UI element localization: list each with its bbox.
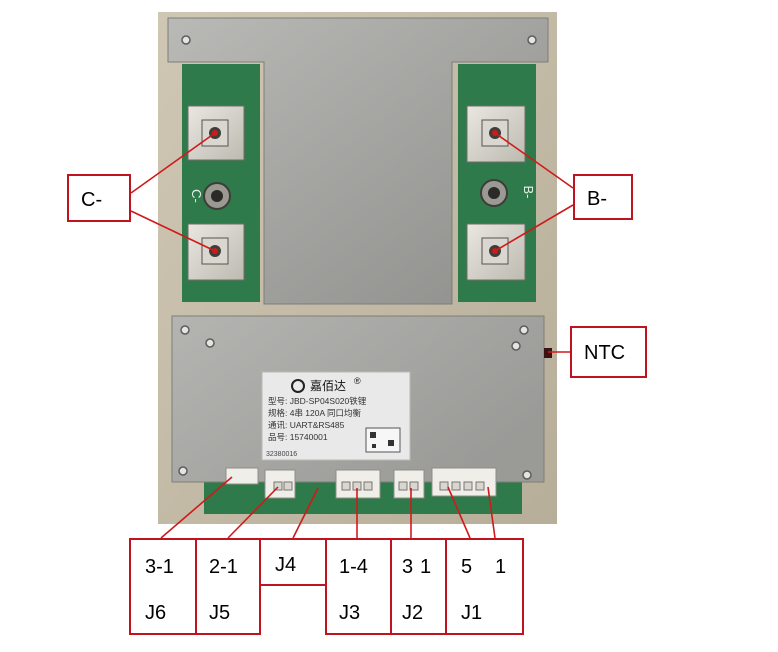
leader-lines <box>130 132 574 539</box>
leader-dot <box>492 130 498 136</box>
brand-logo <box>291 379 305 393</box>
leader-dots <box>212 130 498 254</box>
pin <box>475 481 485 491</box>
pin <box>398 481 408 491</box>
connector-j6 <box>225 467 259 485</box>
qr-block <box>372 444 376 448</box>
leader-c-minus-bottom <box>130 210 216 252</box>
pin <box>439 481 449 491</box>
screw <box>527 35 537 45</box>
j1-pin-left: 5 <box>461 556 473 578</box>
leader-b-minus-bottom <box>494 204 574 252</box>
qr-code <box>365 427 401 453</box>
mount-hole-center <box>488 187 500 199</box>
j5-pins: 2-1 <box>209 556 238 578</box>
callout-ntc: NTC <box>570 326 647 378</box>
callout-j6: 3-1 J6 <box>129 538 197 635</box>
j6-name: J6 <box>145 602 167 624</box>
screw <box>522 470 532 480</box>
label-line-model: 型号: JBD-SP04S020铁锂 <box>268 396 367 406</box>
leader-dot <box>212 248 218 254</box>
silkscreen-c-minus: C- <box>189 189 204 203</box>
pin <box>283 481 293 491</box>
pin <box>341 481 351 491</box>
silkscreen-b-minus: B- <box>521 186 536 199</box>
callout-c-minus: C- <box>67 174 131 222</box>
callout-j3: 1-4 J3 <box>325 538 392 635</box>
callout-j2: 3 1 J2 <box>390 538 447 635</box>
qr-block <box>370 432 376 438</box>
screw <box>519 325 529 335</box>
top-metal-plate <box>167 17 549 305</box>
connector-pins <box>273 481 485 491</box>
leader-j6 <box>160 476 233 539</box>
j2-pin-left: 3 <box>402 556 414 578</box>
j3-pins: 1-4 <box>339 556 368 578</box>
mounting-screws <box>178 35 537 480</box>
callout-j5: 2-1 J5 <box>195 538 261 635</box>
leader-dot <box>492 248 498 254</box>
callout-c-minus-text: C- <box>81 189 103 211</box>
label-line-spec: 规格: 4串 120A 同口均衡 <box>268 408 362 418</box>
callout-ntc-text: NTC <box>584 342 626 364</box>
pin <box>451 481 461 491</box>
callout-j1: 5 1 J1 <box>445 538 524 635</box>
product-label: 嘉佰达 ® 型号: JBD-SP04S020铁锂 规格: 4串 120A 同口均… <box>261 371 411 461</box>
j6-pins: 3-1 <box>145 556 174 578</box>
screw <box>511 341 521 351</box>
leader-j4 <box>292 487 319 539</box>
qr-block <box>388 440 394 446</box>
leader-j1-pin5 <box>447 486 471 539</box>
leader-j1-pin1 <box>487 486 496 539</box>
screw <box>180 325 190 335</box>
j1-name: J1 <box>461 602 483 624</box>
ntc-sensor <box>544 348 552 358</box>
pin <box>363 481 373 491</box>
pin <box>409 481 419 491</box>
callout-j4: J4 <box>259 538 327 586</box>
j2-name: J2 <box>402 602 424 624</box>
leader-b-minus-top <box>494 132 574 189</box>
label-bottom-code: 32380016 <box>266 451 297 458</box>
b-minus-terminals <box>466 105 526 281</box>
j4-name: J4 <box>275 554 297 576</box>
registered-mark: ® <box>354 376 361 386</box>
leader-j5 <box>227 486 279 539</box>
j2-pin-right: 1 <box>420 556 432 578</box>
terminal-nut <box>201 237 229 265</box>
leader-dot <box>212 130 218 136</box>
pin <box>463 481 473 491</box>
screw <box>178 466 188 476</box>
label-line-part: 品号: 15740001 <box>268 432 328 442</box>
j1-pin-right: 1 <box>495 556 507 578</box>
mount-hole-center <box>211 190 223 202</box>
label-line-comm: 通讯: UART&RS485 <box>268 420 345 430</box>
callout-b-minus-text: B- <box>587 188 607 210</box>
callout-b-minus: B- <box>573 174 633 220</box>
j3-name: J3 <box>339 602 361 624</box>
j5-name: J5 <box>209 602 231 624</box>
leader-c-minus-top <box>130 132 216 194</box>
pin <box>273 481 283 491</box>
brand-name: 嘉佰达 <box>310 379 346 393</box>
screw <box>205 338 215 348</box>
screw <box>181 35 191 45</box>
